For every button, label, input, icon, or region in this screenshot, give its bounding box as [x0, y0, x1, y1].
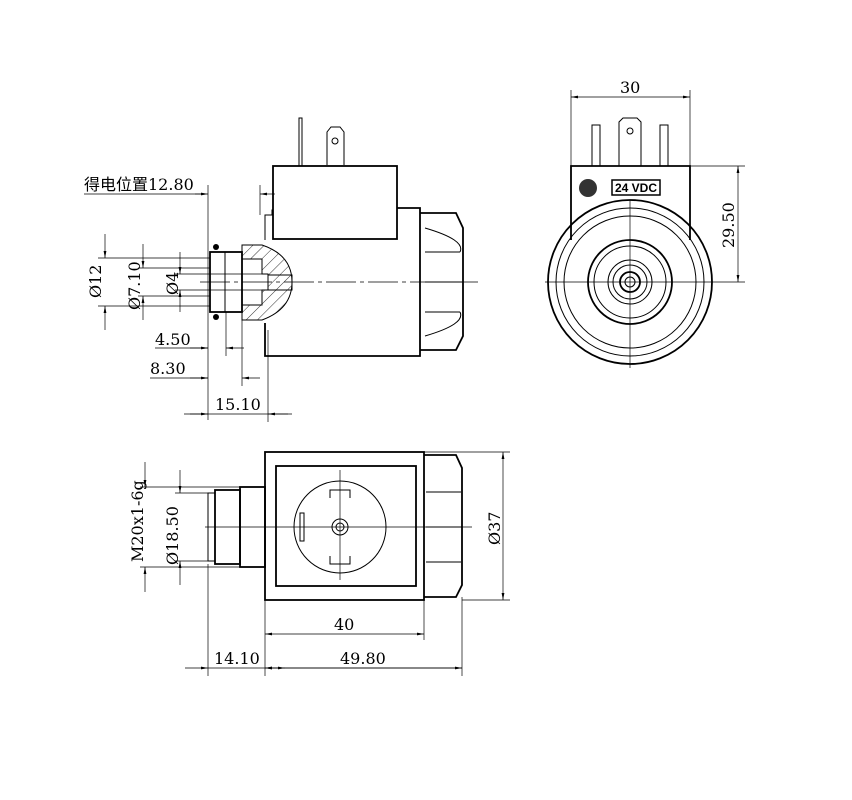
- thread-dim: M20x1-6g: [128, 480, 147, 562]
- energized-position-dim: 得电位置12.80: [84, 175, 194, 194]
- dia-12-dim: Ø12: [86, 265, 105, 298]
- logo-icon: [579, 179, 597, 197]
- front-view: 30 24 VDC 29.50: [545, 78, 745, 368]
- height-29-50-dim: 29.50: [719, 202, 738, 248]
- len-40-dim: 40: [334, 615, 354, 634]
- side-view: 得电位置12.80 Ø12 Ø7.10 Ø4 4.50 8.30 15.10: [84, 117, 478, 422]
- width-30-dim: 30: [620, 78, 640, 97]
- dia-4-dim: Ø4: [163, 272, 182, 295]
- voltage-label: 24 VDC: [615, 181, 657, 195]
- len-4-50-dim: 4.50: [155, 330, 191, 349]
- dia-18-50-dim: Ø18.50: [163, 506, 182, 565]
- dia-37-dim: Ø37: [485, 512, 504, 545]
- len-14-10-dim: 14.10: [214, 649, 260, 668]
- dia-7-10-dim: Ø7.10: [125, 261, 144, 310]
- len-8-30-dim: 8.30: [150, 359, 186, 378]
- len-49-80-dim: 49.80: [340, 649, 386, 668]
- top-view: M20x1-6g Ø18.50 Ø37 40 14.10 49.80: [128, 451, 510, 676]
- len-15-10-dim: 15.10: [215, 395, 261, 414]
